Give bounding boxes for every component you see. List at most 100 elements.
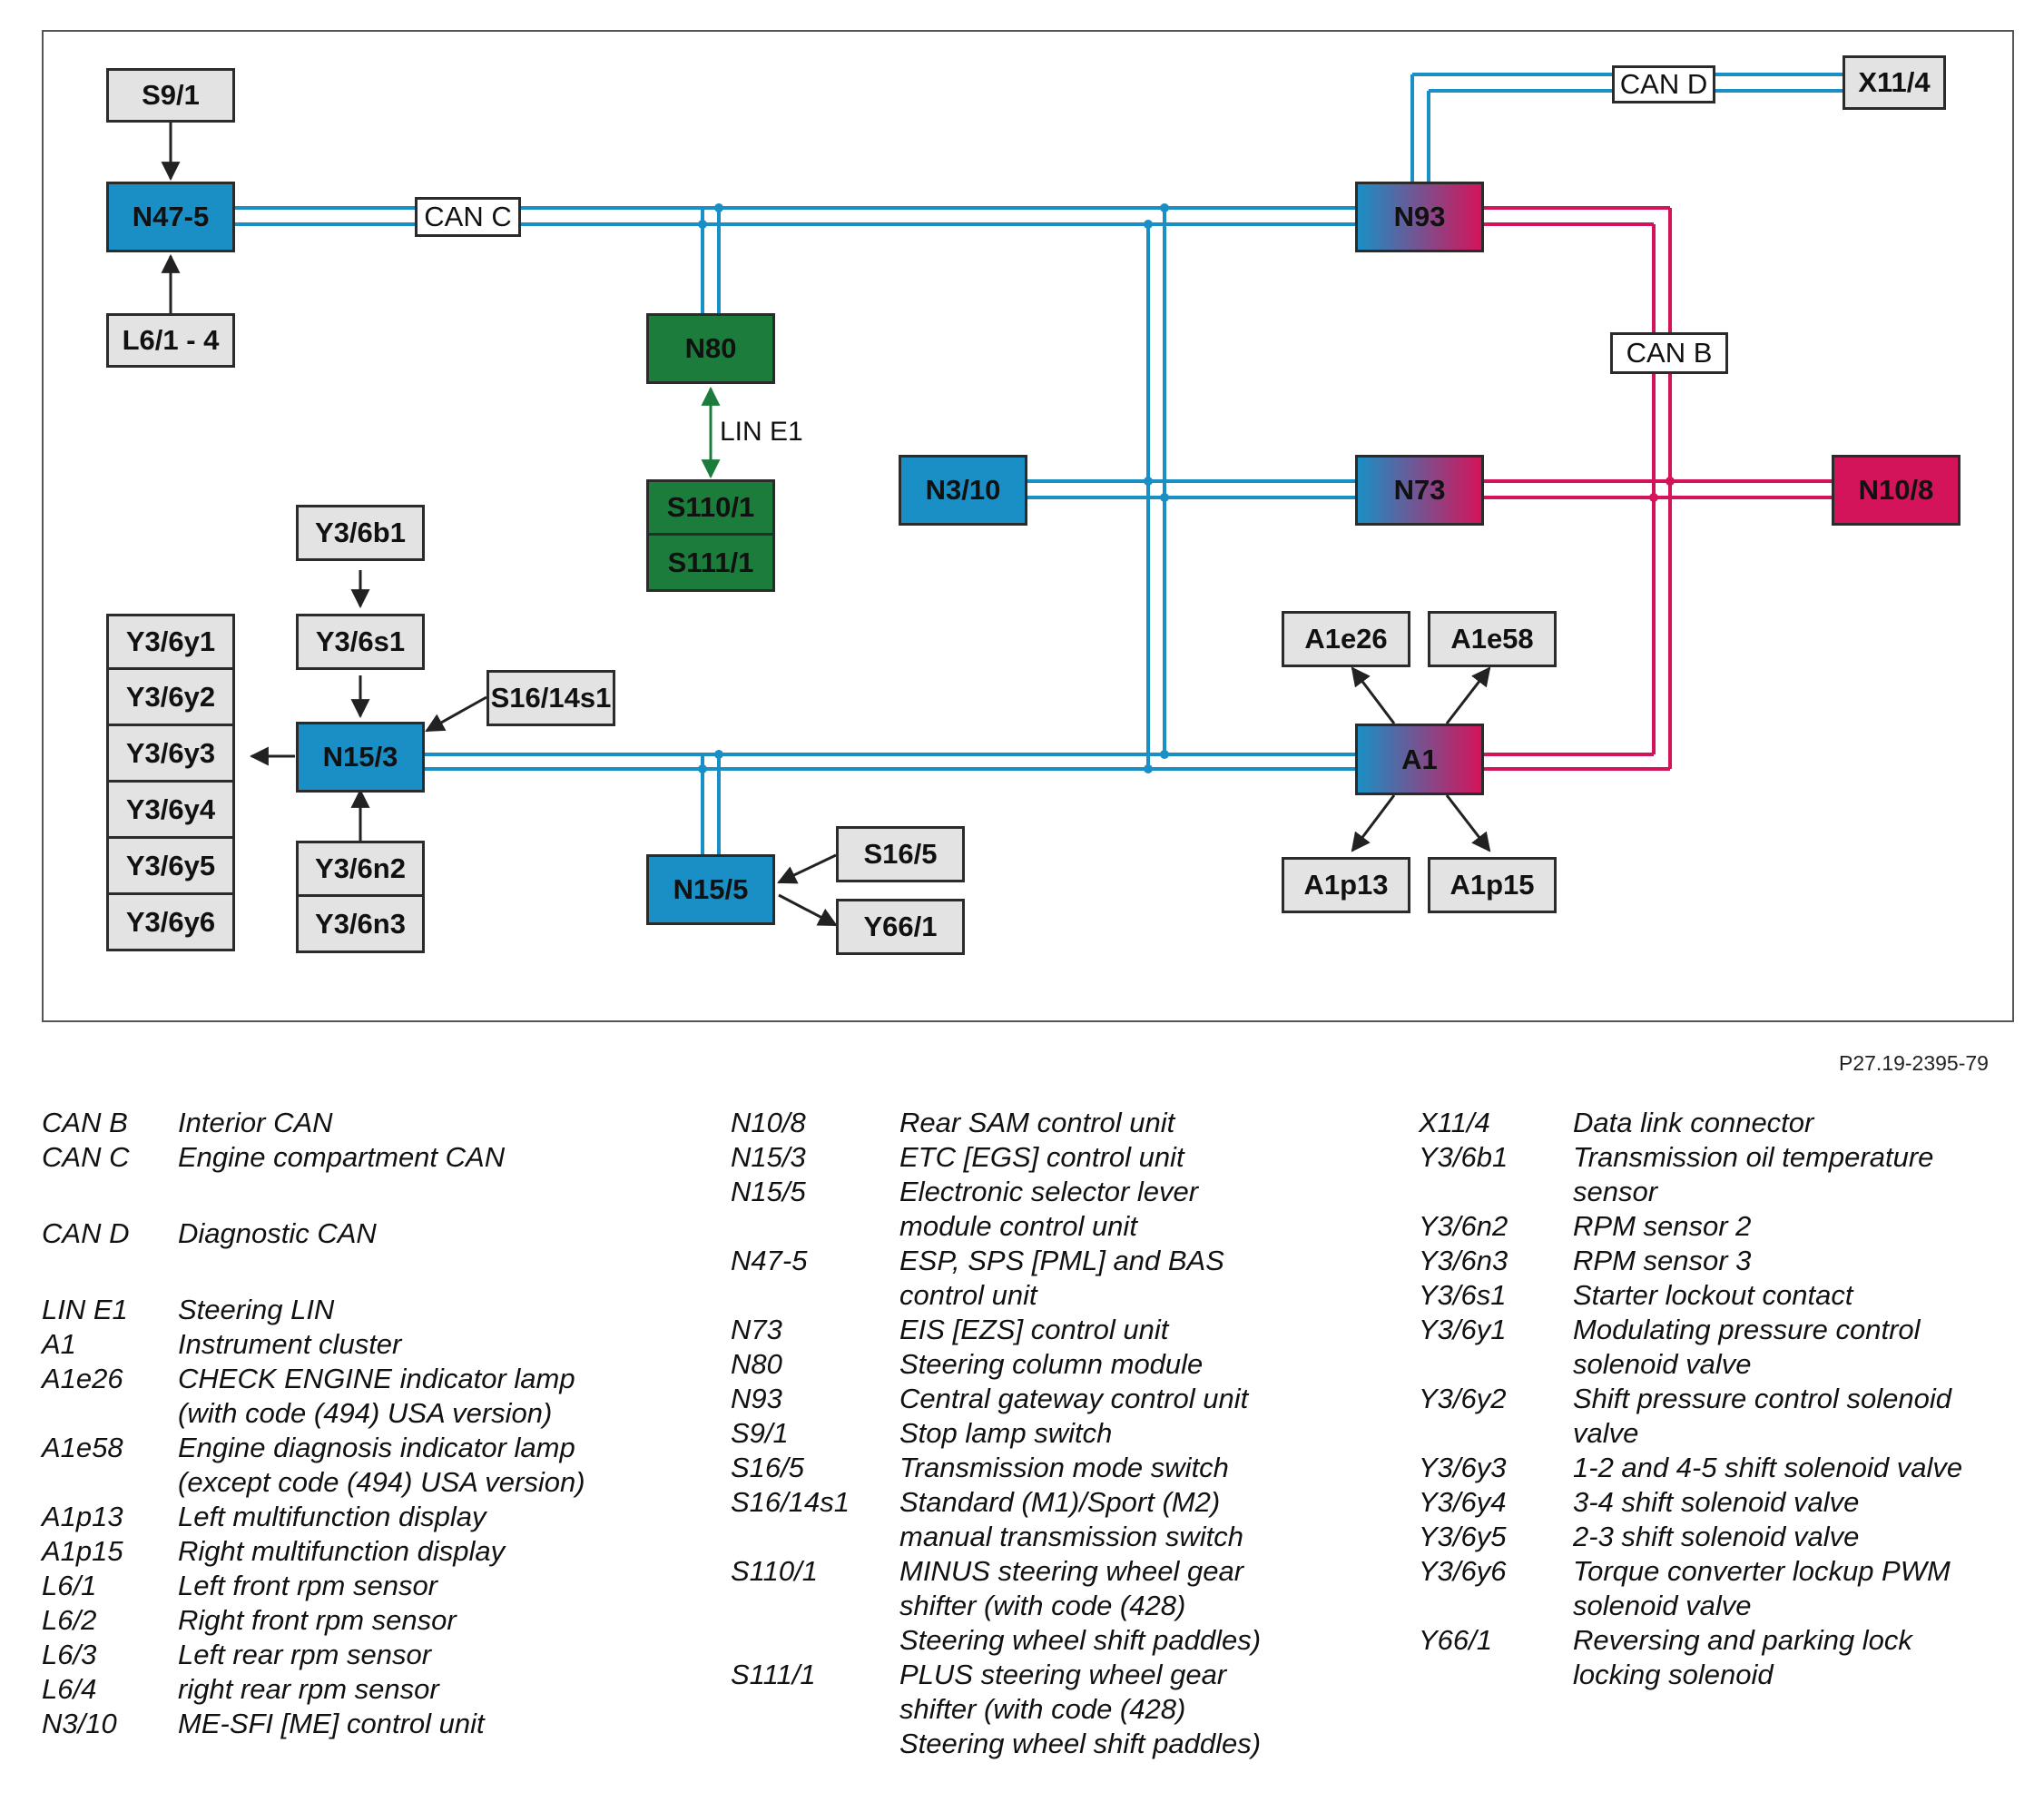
node-n80: N80	[646, 313, 775, 384]
node-y66-1: Y66/1	[836, 899, 965, 955]
legend-code: A1p15	[42, 1535, 123, 1567]
node-s9-1: S9/1	[106, 68, 235, 123]
legend-description-line: valve	[1573, 1417, 1639, 1449]
legend-description-line: ME-SFI [ME] control unit	[178, 1708, 485, 1739]
legend-description: RPM sensor 2	[1573, 1209, 1751, 1244]
node-n47-5: N47-5	[106, 182, 235, 252]
legend-description-line: Standard (M1)/Sport (M2)	[899, 1486, 1221, 1518]
legend-code: CAN B	[42, 1107, 128, 1138]
legend-description-line: solenoid valve	[1573, 1590, 1752, 1621]
legend-item: A1p15 Right multifunction display	[42, 1534, 677, 1569]
legend-code: S16/5	[731, 1452, 805, 1483]
legend-description-line: Steering LIN	[178, 1294, 335, 1325]
can-b-label: CAN B	[1610, 332, 1728, 374]
legend-description: Central gateway control unit	[899, 1382, 1248, 1416]
node-y3-6n2: Y3/6n2	[296, 841, 425, 897]
legend-code: CAN D	[42, 1217, 130, 1249]
legend-description-line: Instrument cluster	[178, 1328, 402, 1360]
legend-description-line: 1-2 and 4-5 shift solenoid valve	[1573, 1452, 1963, 1483]
node-y3-6b1: Y3/6b1	[296, 505, 425, 561]
legend-code: S111/1	[731, 1659, 816, 1690]
can-junctions	[698, 203, 1169, 773]
legend-code: Y3/6y1	[1419, 1314, 1507, 1345]
can-b-junctions	[1649, 477, 1675, 502]
node-a1: A1	[1355, 724, 1484, 795]
legend-description-line: Transmission mode switch	[899, 1452, 1229, 1483]
can-d-label: CAN D	[1612, 65, 1715, 103]
node-s16-5: S16/5	[836, 826, 965, 882]
legend-description: 3-4 shift solenoid valve	[1573, 1485, 1859, 1520]
legend-description-line: Steering wheel shift paddles)	[899, 1728, 1262, 1759]
legend-description: 2-3 shift solenoid valve	[1573, 1520, 1859, 1554]
figure-reference: P27.19-2395-79	[1839, 1051, 1989, 1075]
node-y3-6y4: Y3/6y4	[106, 783, 235, 839]
legend-code: N15/3	[731, 1141, 806, 1173]
node-y3-6y1: Y3/6y1	[106, 614, 235, 670]
node-n10-8: N10/8	[1832, 455, 1960, 526]
legend-code: Y3/6s1	[1419, 1279, 1507, 1311]
legend-description: Interior CAN	[178, 1106, 333, 1140]
lin-e1-label: LIN E1	[720, 417, 803, 447]
node-n15-3: N15/3	[296, 722, 425, 793]
legend-description-line: Right multifunction display	[178, 1535, 506, 1567]
legend-description: Instrument cluster	[178, 1327, 401, 1362]
node-y3-6y3: Y3/6y3	[106, 726, 235, 783]
legend-code: X11/4	[1419, 1107, 1490, 1138]
legend-description-line: PLUS steering wheel gear	[899, 1659, 1227, 1690]
legend-description-line: EIS [EZS] control unit	[899, 1314, 1169, 1345]
legend-code: Y3/6y5	[1419, 1521, 1507, 1552]
legend-description-line: Right front rpm sensor	[178, 1604, 457, 1636]
legend-description: 1-2 and 4-5 shift solenoid valve	[1573, 1451, 1962, 1485]
legend-code: L6/3	[42, 1639, 97, 1670]
legend-description-line: Data link connector	[1573, 1107, 1814, 1138]
legend-description-line: RPM sensor 3	[1573, 1245, 1752, 1276]
legend-description-line: Steering wheel shift paddles)	[899, 1624, 1262, 1656]
node-n93: N93	[1355, 182, 1484, 252]
node-s16-14s1: S16/14s1	[486, 670, 615, 726]
node-y3-6y5: Y3/6y5	[106, 839, 235, 895]
legend-description-line: control unit	[899, 1279, 1037, 1311]
node-n3-10: N3/10	[899, 455, 1027, 526]
legend-description-line: 2-3 shift solenoid valve	[1573, 1521, 1860, 1552]
legend-description-line: module control unit	[899, 1210, 1137, 1242]
legend-code: N80	[731, 1348, 782, 1380]
legend-code: Y3/6n2	[1419, 1210, 1508, 1242]
node-a1e26: A1e26	[1282, 611, 1410, 667]
node-l6-1-4: L6/1 - 4	[106, 313, 235, 368]
legend-item: CAN B Interior CAN	[42, 1106, 677, 1140]
legend-description-line: Central gateway control unit	[899, 1383, 1249, 1414]
legend-description-line: Steering column module	[899, 1348, 1204, 1380]
node-x11-4: X11/4	[1843, 55, 1946, 110]
can-c-bus	[234, 73, 1843, 856]
legend-code: A1p13	[42, 1501, 123, 1532]
legend-description-line: Starter lockout contact	[1573, 1279, 1853, 1311]
legend-description-line: Interior CAN	[178, 1107, 333, 1138]
legend-description-line: (except code (494) USA version)	[178, 1466, 585, 1498]
legend-description: Transmission mode switch	[899, 1451, 1229, 1485]
legend-code: N73	[731, 1314, 782, 1345]
bus-wires	[161, 73, 1843, 927]
legend-item: X11/4 Data link connector	[1419, 1106, 2036, 1140]
node-n73: N73	[1355, 455, 1484, 526]
